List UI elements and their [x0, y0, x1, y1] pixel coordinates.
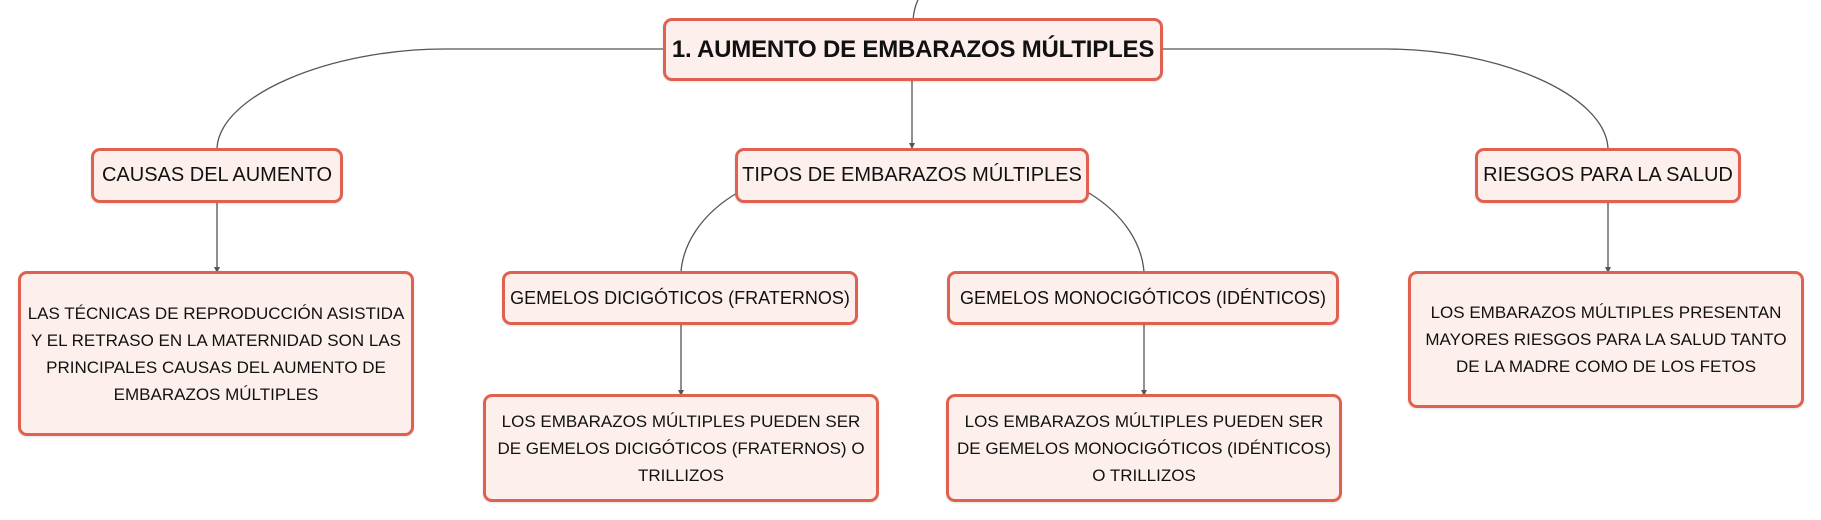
arrowhead-monocigoticos-detail — [1141, 390, 1147, 396]
arrowhead-dicigoticos-detail — [678, 390, 684, 396]
topic-gemelos-dicigoticos-label: GEMELOS DICIGÓTICOS (FRATERNOS) — [510, 287, 850, 308]
topic-riesgos[interactable]: RIESGOS PARA LA SALUD — [1475, 148, 1741, 203]
topic-causas-label: CAUSAS DEL AUMENTO — [101, 164, 333, 186]
arrowhead-causas-detail — [214, 267, 220, 273]
topic-tipos-label: TIPOS DE EMBARAZOS MÚLTIPLES — [742, 164, 1082, 186]
connector-tipos-to-dicigoticos — [680, 192, 738, 273]
topic-gemelos-monocigoticos[interactable]: GEMELOS MONOCIGÓTICOS (IDÉNTICOS) — [947, 271, 1339, 325]
topic-tipos[interactable]: TIPOS DE EMBARAZOS MÚLTIPLES — [735, 148, 1089, 203]
arrowhead-tipos — [909, 143, 915, 149]
topic-riesgos-label: RIESGOS PARA LA SALUD — [1483, 164, 1733, 186]
detail-riesgos[interactable]: LOS EMBARAZOS MÚLTIPLES PRESENTAN MAYORE… — [1408, 271, 1804, 408]
topic-gemelos-dicigoticos[interactable]: GEMELOS DICIGÓTICOS (FRATERNOS) — [502, 271, 858, 325]
detail-causas[interactable]: LAS TÉCNICAS DE REPRODUCCIÓN ASISTIDA Y … — [18, 271, 414, 436]
connector-root-to-riesgos — [1161, 48, 1609, 149]
detail-causas-text: LAS TÉCNICAS DE REPRODUCCIÓN ASISTIDA Y … — [27, 303, 405, 404]
detail-riesgos-text: LOS EMBARAZOS MÚLTIPLES PRESENTAN MAYORE… — [1425, 303, 1787, 376]
connector-root-to-causas — [216, 48, 665, 149]
arrowhead-riesgos-detail — [1605, 267, 1611, 273]
topic-gemelos-monocigoticos-label: GEMELOS MONOCIGÓTICOS (IDÉNTICOS) — [959, 287, 1327, 308]
root-topic[interactable]: 1. AUMENTO DE EMBARAZOS MÚLTIPLES — [663, 18, 1163, 81]
detail-dicigoticos[interactable]: LOS EMBARAZOS MÚLTIPLES PUEDEN SER DE GE… — [483, 394, 879, 502]
connector-parent-to-root — [912, 0, 919, 21]
connector-tipos-to-monocigoticos — [1088, 192, 1145, 273]
topic-causas[interactable]: CAUSAS DEL AUMENTO — [91, 148, 343, 203]
detail-monocigoticos-text: LOS EMBARAZOS MÚLTIPLES PUEDEN SER DE GE… — [956, 411, 1332, 485]
detail-monocigoticos[interactable]: LOS EMBARAZOS MÚLTIPLES PUEDEN SER DE GE… — [946, 394, 1342, 502]
detail-dicigoticos-text: LOS EMBARAZOS MÚLTIPLES PUEDEN SER DE GE… — [497, 411, 865, 485]
root-topic-label: 1. AUMENTO DE EMBARAZOS MÚLTIPLES — [671, 35, 1155, 63]
